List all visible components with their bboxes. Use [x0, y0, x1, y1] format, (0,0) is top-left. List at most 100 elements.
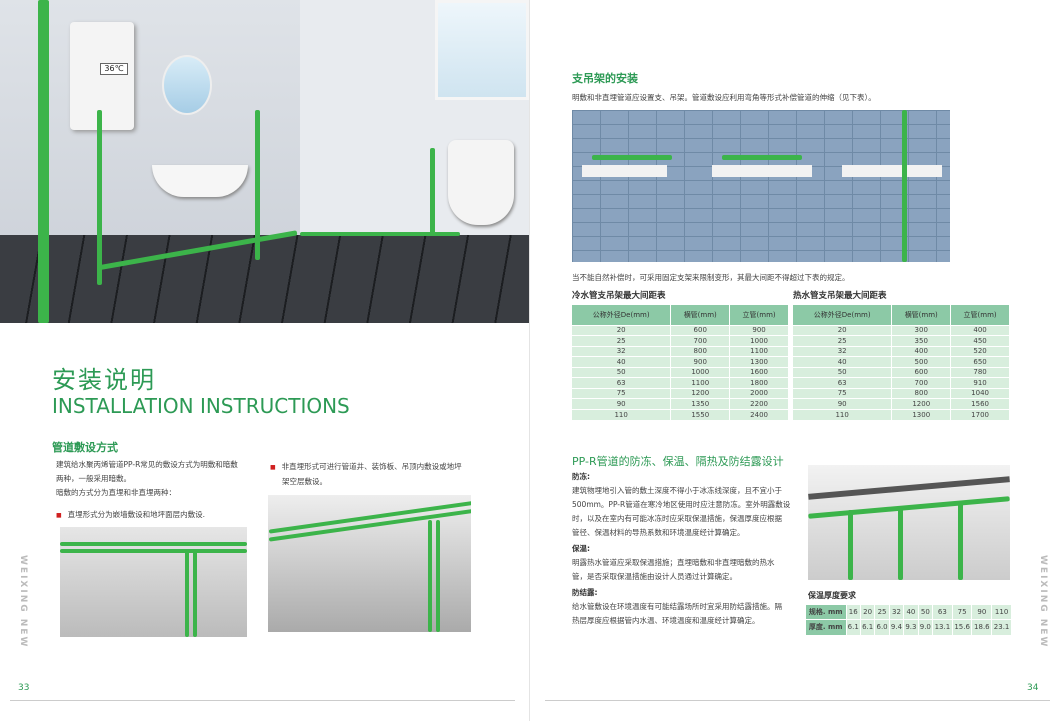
page-number: 34: [1027, 683, 1039, 693]
table-cell: 50: [918, 604, 934, 620]
table-cell: 1350: [670, 398, 731, 409]
table-cell: 500: [891, 356, 952, 367]
column-header: 横管(mm): [891, 305, 952, 325]
intro-line: 暗敷的方式分为直埋和非直埋两种：: [56, 488, 176, 497]
table-cell: 25: [572, 335, 672, 346]
divider: [10, 700, 515, 701]
table-cell: 1200: [670, 387, 731, 399]
table-cell: 9.0: [918, 619, 934, 635]
table-cell: 1700: [950, 408, 1010, 420]
table-cell: 23.1: [991, 619, 1012, 635]
table-cell: 800: [891, 387, 952, 399]
antifreeze-line: 500mm。PP-R管道在寒冷地区使用时应注意防冻。室外明露敷设: [572, 500, 791, 509]
table-cell: 25: [793, 335, 893, 346]
bullet-indirect-line: 非直埋形式可进行管道井、装饰板、吊顶内敷设或地坪: [270, 460, 462, 475]
insulated-pipe-illustration: [808, 465, 1010, 580]
table-cell: 650: [950, 356, 1010, 367]
table-cell: 900: [729, 324, 789, 336]
table-cell: 25: [874, 604, 890, 620]
table-cell: 2400: [729, 408, 789, 420]
table-cell: 1560: [950, 398, 1010, 409]
bracket-note: 当不能自然补偿时，可采用固定支架来限制变形，其最大间距不得超过下表的规定。: [572, 273, 850, 282]
antifreeze-line: 管径、保温材料的导热系数和环境温度经计算确定。: [572, 528, 745, 537]
table-cell: 780: [950, 366, 1010, 378]
page-title-cn: 安装说明: [52, 366, 156, 394]
table-cell: 75: [793, 387, 893, 399]
table-cell: 40: [572, 356, 672, 367]
column-header: 公称外径De(mm): [572, 305, 672, 325]
table-cell: 63: [572, 377, 672, 388]
bracket-heading: 支吊架的安装: [572, 72, 638, 85]
table-cell: 90: [793, 398, 893, 409]
table-cell: 800: [670, 345, 731, 357]
table-cell: 75: [952, 604, 973, 620]
table-cell: 50: [793, 366, 893, 378]
section-heading: 管道敷设方式: [52, 441, 118, 454]
table-cell: 32: [572, 345, 672, 357]
antifreeze-line: 建筑物埋地引入管的敷土深度不得小于冰冻线深度，且不宜小于: [572, 486, 782, 495]
table-cell: 1000: [729, 335, 789, 346]
table-cell: 1200: [891, 398, 952, 409]
table-cell: 9.4: [889, 619, 905, 635]
bullet-indirect-line: 架空层敷设。: [282, 477, 327, 486]
table-cell: 110: [793, 408, 893, 420]
anticondensation-line: 给水管敷设在环境温度有可能结露场所时宜采用防结露措施。隔: [572, 602, 782, 611]
row-label: 厚度. mm: [806, 619, 847, 635]
table-cell: 300: [891, 324, 952, 336]
table-cell: 600: [670, 324, 731, 336]
table-cell: 1000: [670, 366, 731, 378]
bracket-diagram: [572, 110, 950, 262]
table-cell: 9.3: [903, 619, 919, 635]
row-label: 规格. mm: [806, 604, 847, 620]
table-cell: 1300: [891, 408, 952, 420]
table-cell: 110: [572, 408, 672, 420]
table-cell: 20: [793, 324, 893, 336]
table-cell: 1300: [729, 356, 789, 367]
ceiling-pipe-illustration: [268, 495, 471, 632]
table-cell: 40: [793, 356, 893, 367]
table-cell: 32: [793, 345, 893, 357]
thickness-title: 保温厚度要求: [808, 591, 856, 600]
table-cell: 1800: [729, 377, 789, 388]
table-cell: 900: [670, 356, 731, 367]
column-header: 立管(mm): [950, 305, 1010, 325]
table-cell: 450: [950, 335, 1010, 346]
anticondensation-line: 热层厚度应根据管内水温、环境温度和温度经计算确定。: [572, 616, 760, 625]
table-cell: 1100: [670, 377, 731, 388]
table-cell: 20: [860, 604, 876, 620]
wall-pipe-illustration: [60, 527, 247, 637]
antifreeze-label: 防冻:: [572, 472, 590, 481]
bullet-direct: 直埋形式分为嵌墙敷设和地坪面层内敷设.: [56, 508, 205, 523]
table-cell: 63: [932, 604, 953, 620]
table-cell: 700: [670, 335, 731, 346]
table-cell: 18.6: [971, 619, 993, 635]
table-cell: 2200: [729, 398, 789, 409]
table-cell: 50: [572, 366, 672, 378]
table-cell: 13.1: [932, 619, 953, 635]
brand-vertical: WEIXING NEW: [1038, 555, 1048, 649]
table-cell: 6.1: [860, 619, 876, 635]
table-cell: 600: [891, 366, 952, 378]
table-cell: 700: [891, 377, 952, 388]
insulation-label: 保温:: [572, 544, 590, 553]
table-cell: 40: [903, 604, 919, 620]
insulation-line: 管，是否采取保温措施由设计人员通过计算确定。: [572, 572, 737, 581]
table-cell: 1550: [670, 408, 731, 420]
